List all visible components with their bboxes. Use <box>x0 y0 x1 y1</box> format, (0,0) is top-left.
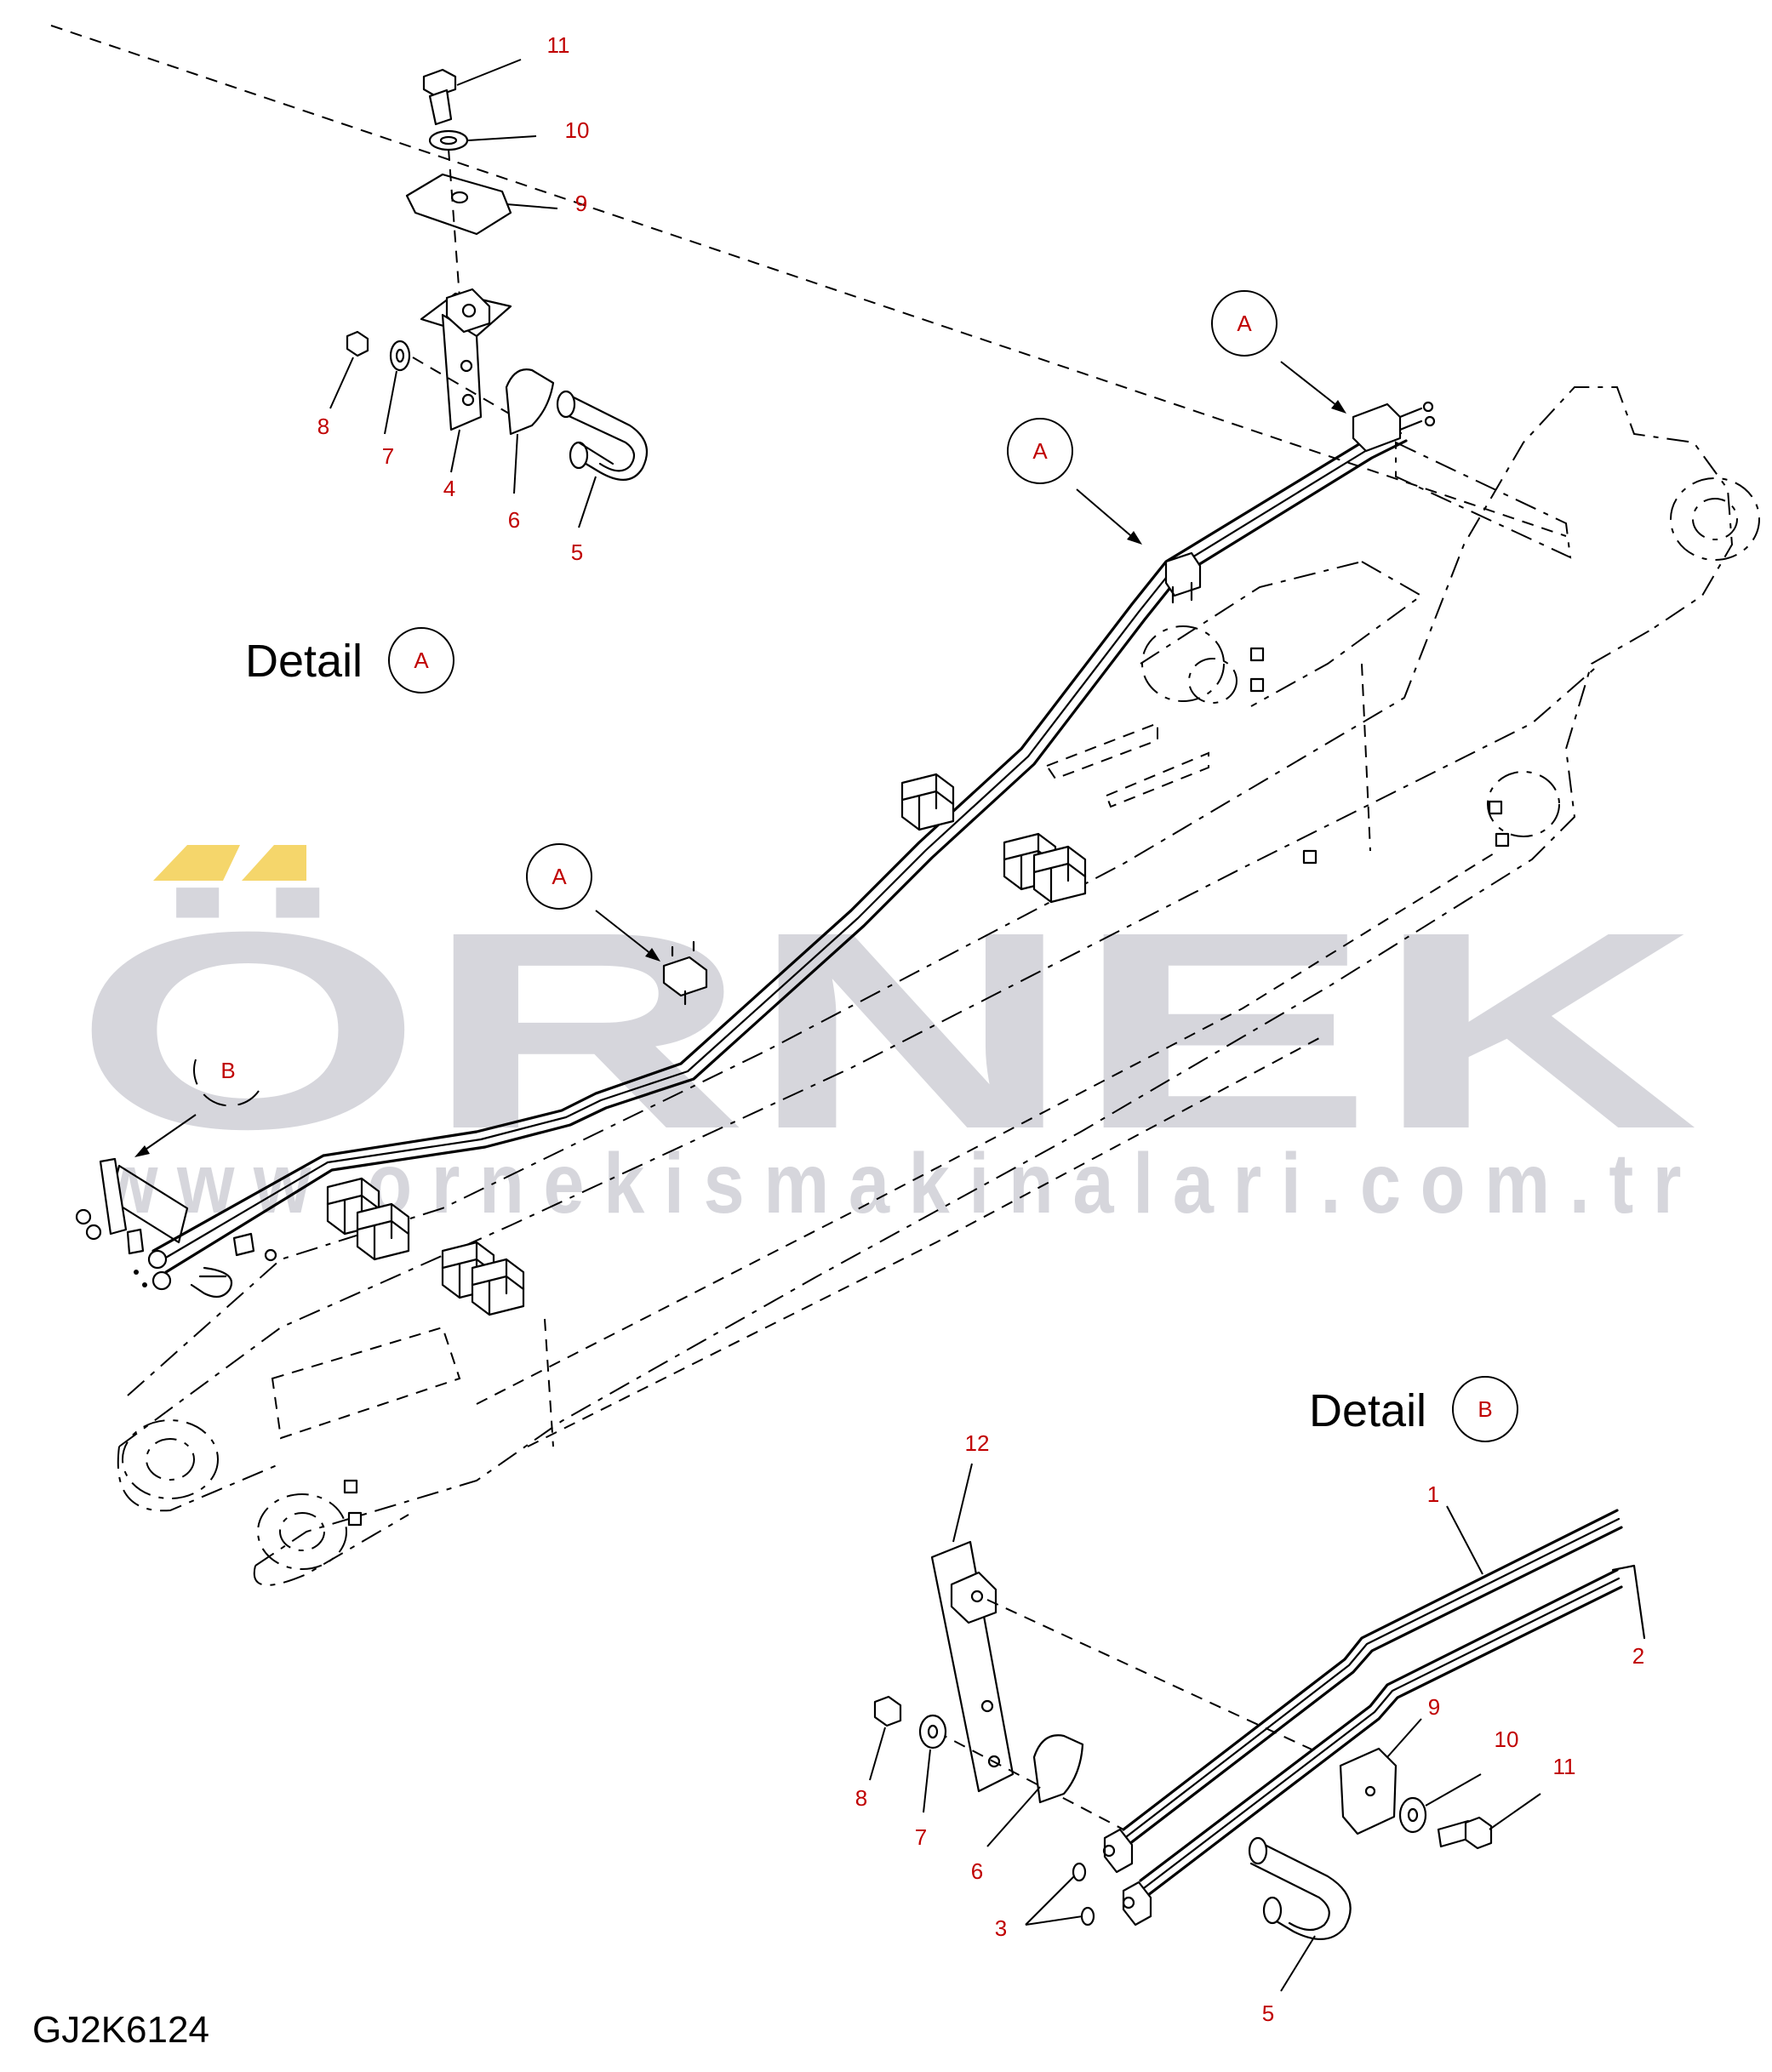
detail-b-clamp-half <box>1032 1734 1084 1804</box>
detail-a-nut <box>346 330 369 357</box>
boom-internal-plate-2 <box>1105 751 1209 808</box>
svg-text:Detail: Detail <box>245 636 363 687</box>
svg-text:Detail: Detail <box>1309 1385 1426 1436</box>
svg-text:8: 8 <box>317 414 329 439</box>
detail-b-plate <box>1339 1747 1398 1835</box>
watermark-accent-right <box>242 845 306 881</box>
svg-text:B: B <box>220 1058 235 1083</box>
detail-a-callouts: 11 10 9 8 7 4 6 5 <box>317 32 597 565</box>
svg-text:9: 9 <box>1428 1694 1440 1720</box>
pipe-clamp-a2 <box>1164 551 1202 604</box>
detail-a-label: Detail A <box>245 627 454 694</box>
nose-bracket <box>1395 441 1572 559</box>
detail-marker-a-right: A <box>1211 290 1346 414</box>
boom-side-upper <box>476 850 1499 1405</box>
detail-b-location-parts <box>75 1157 277 1299</box>
boom-outline-top <box>127 386 1734 1396</box>
pipe-clamp-a1 <box>662 940 708 1006</box>
svg-text:A: A <box>1237 311 1252 336</box>
detail-b-axis-upper <box>986 1599 1320 1754</box>
detail-a-exploded: 11 10 9 8 7 4 6 5 <box>317 32 649 565</box>
boom-nose-pivot <box>1140 477 1760 837</box>
watermark-accent-left <box>153 845 240 881</box>
boom-foot-pivot <box>117 1419 409 1586</box>
svg-text:10: 10 <box>1495 1727 1519 1752</box>
svg-text:5: 5 <box>1262 2001 1274 2026</box>
detail-b-oring-2 <box>1080 1906 1095 1926</box>
svg-text:11: 11 <box>547 32 570 58</box>
svg-text:A: A <box>414 648 429 673</box>
detail-b-washer-10 <box>1398 1796 1427 1834</box>
svg-text:2: 2 <box>1632 1643 1644 1669</box>
svg-text:8: 8 <box>855 1785 867 1811</box>
boom-outline-bottom <box>254 629 1652 1567</box>
boom-bosses <box>343 647 1510 1527</box>
svg-text:B: B <box>1478 1396 1492 1422</box>
detail-b-oring-1 <box>1072 1862 1087 1882</box>
detail-b-bolt <box>1437 1816 1493 1850</box>
detail-marker-a-left: A <box>526 843 660 962</box>
clamp-block-5 <box>356 1202 410 1261</box>
svg-text:7: 7 <box>915 1824 927 1850</box>
detail-a-bracket <box>420 288 512 431</box>
svg-text:7: 7 <box>382 443 394 469</box>
detail-a-axis <box>448 148 460 299</box>
boom-side-lower <box>527 1037 1320 1447</box>
detail-b-washer-7 <box>918 1714 947 1749</box>
detail-a-washer <box>428 129 469 151</box>
detail-marker-a-mid: A <box>1007 418 1142 545</box>
detail-a-clamp-half <box>505 368 555 436</box>
svg-text:11: 11 <box>1553 1754 1576 1779</box>
svg-text:5: 5 <box>571 539 583 565</box>
clamp-block-1 <box>900 773 955 831</box>
pipe-clamp-a3 <box>50 25 1567 537</box>
boom-internal-web-3 <box>271 1326 461 1440</box>
reference-code: GJ2K6124 <box>32 2009 209 2051</box>
detail-marker-b: B <box>134 1058 265 1157</box>
boom-internal-web-2 <box>544 1318 554 1447</box>
svg-text:6: 6 <box>971 1858 983 1884</box>
svg-text:4: 4 <box>443 476 455 501</box>
detail-b-u-bolt <box>1248 1836 1352 1940</box>
detail-b-callouts: 12 1 2 9 10 11 8 7 6 3 5 <box>855 1430 1644 2026</box>
svg-text:3: 3 <box>995 1915 1007 1941</box>
clamp-block-7 <box>471 1258 525 1316</box>
detail-a-plate <box>405 173 512 236</box>
detail-a-bolt <box>422 68 457 126</box>
svg-text:1: 1 <box>1427 1481 1439 1507</box>
clamp-blocks <box>50 25 1572 1316</box>
svg-text:A: A <box>552 864 567 889</box>
boom-outline-mid <box>118 663 1601 1447</box>
svg-text:6: 6 <box>508 507 520 533</box>
svg-text:10: 10 <box>565 117 590 143</box>
svg-text:12: 12 <box>965 1430 990 1456</box>
detail-b-strap <box>930 1540 1015 1793</box>
boom-internal-plate <box>1045 722 1158 780</box>
detail-b-label: Detail B <box>1309 1376 1518 1442</box>
detail-b-axis-lower <box>935 1731 1124 1830</box>
detail-a-washer-7 <box>389 340 411 372</box>
boom-assembly <box>117 386 1760 1586</box>
clamp-block-3 <box>1032 845 1087 904</box>
boom-internal-web <box>1361 663 1371 852</box>
detail-a-u-bolt <box>556 390 649 481</box>
svg-text:9: 9 <box>575 191 587 216</box>
svg-text:A: A <box>1032 438 1048 464</box>
detail-b-exploded: 12 1 2 9 10 11 8 7 6 3 5 <box>855 1430 1646 2026</box>
detail-b-pipes <box>1102 1509 1646 1926</box>
detail-b-nut <box>873 1695 902 1727</box>
